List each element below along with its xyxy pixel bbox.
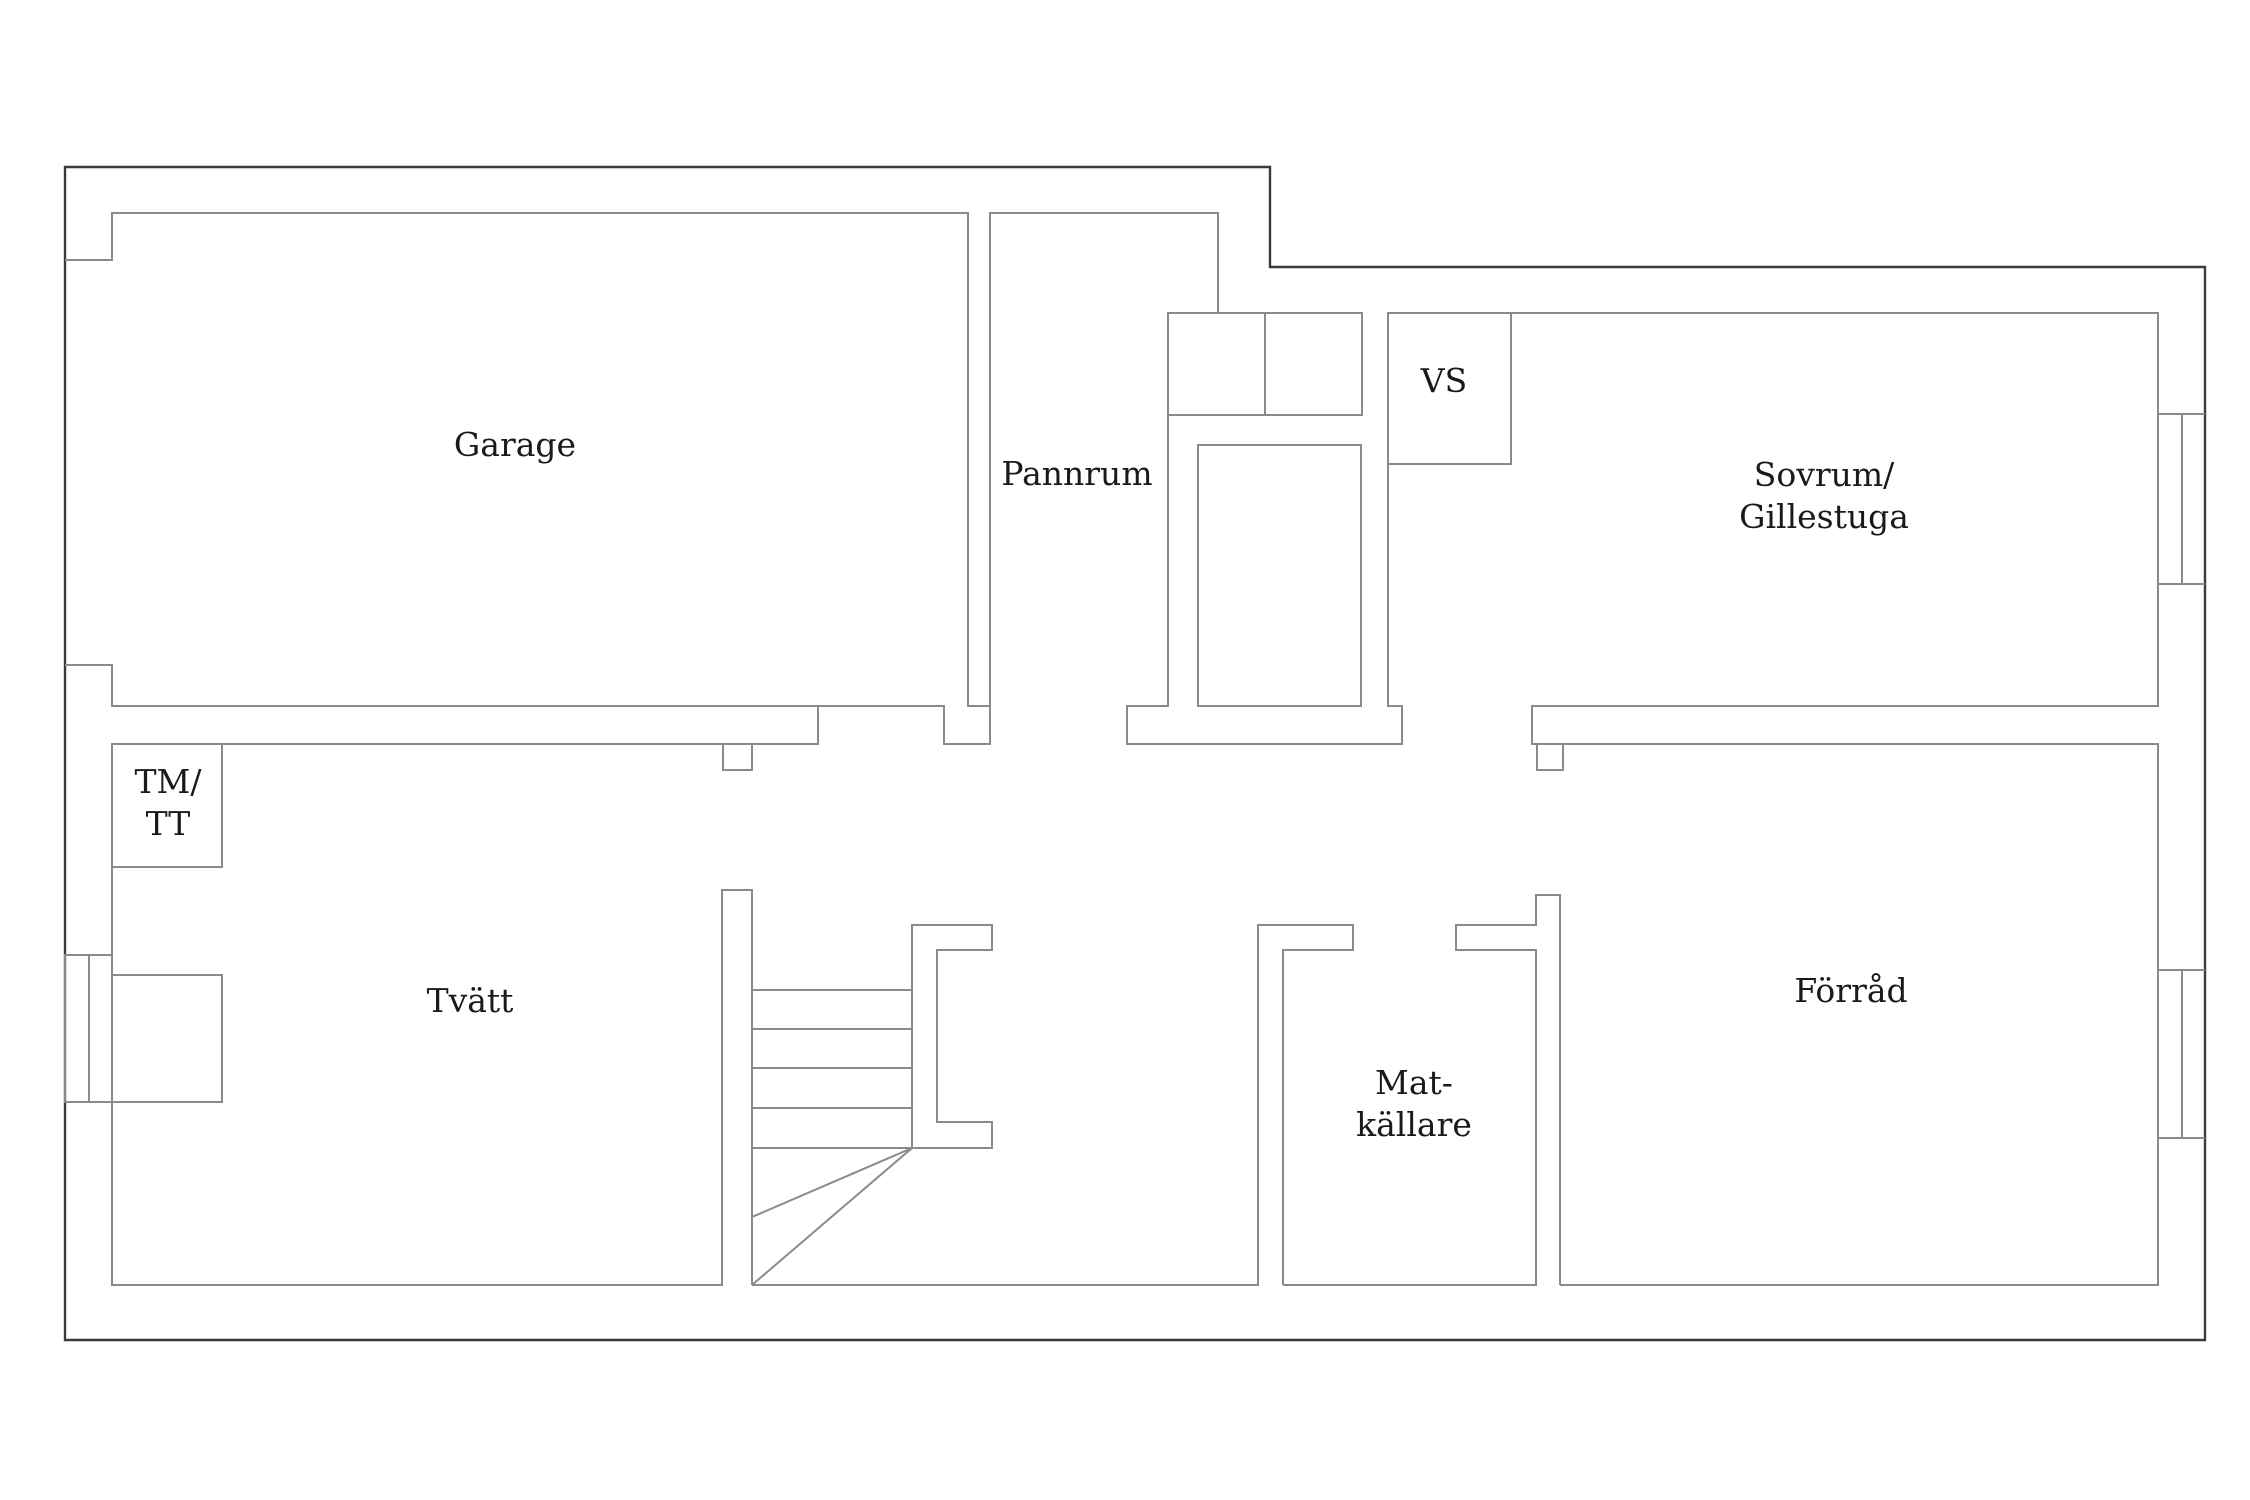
tmtt-text-line1: TM/ xyxy=(134,762,202,801)
room-label-vs: VS xyxy=(1421,360,1467,402)
pannrum-wall xyxy=(989,212,1219,706)
matkallare-text-line1: Mat- xyxy=(1375,1063,1453,1102)
closet-left xyxy=(1167,312,1266,416)
sovrum-text-line2: Gillestuga xyxy=(1739,497,1909,536)
tvatt-fixture xyxy=(111,974,223,1103)
outer-wall xyxy=(63,165,2207,1342)
forrad-wall xyxy=(1560,743,2159,1286)
pannrum-text: Pannrum xyxy=(1001,454,1153,493)
forrad-text: Förråd xyxy=(1794,971,1908,1010)
sovrum-window xyxy=(2157,413,2183,585)
garage-front-wall xyxy=(112,705,819,745)
stair-winder-1 xyxy=(751,1147,913,1218)
vs-text: VS xyxy=(1420,361,1468,400)
tvatt-text: Tvätt xyxy=(426,981,514,1020)
room-label-matkallare: Mat- källare xyxy=(1356,1062,1472,1146)
room-label-tmtt: TM/ TT xyxy=(135,761,202,845)
room-label-garage: Garage xyxy=(454,424,576,466)
matkallare-wall xyxy=(1283,894,1561,1286)
corridor-stub-right xyxy=(1536,744,1564,771)
tmtt-text-line2: TT xyxy=(145,804,191,843)
room-label-forrad: Förråd xyxy=(1794,970,1907,1012)
garage-wall xyxy=(65,212,991,745)
shaft-inner xyxy=(1197,444,1362,707)
room-label-pannrum: Pannrum xyxy=(1001,453,1152,495)
room-label-tvatt: Tvätt xyxy=(427,980,514,1022)
matkallare-text-line2: källare xyxy=(1356,1105,1472,1144)
shaft-wall xyxy=(1126,313,1403,745)
closet-right xyxy=(1264,312,1363,416)
hall-bottom xyxy=(752,924,1354,1286)
garage-text: Garage xyxy=(453,425,577,464)
stair-rail xyxy=(911,924,993,1149)
forrad-window xyxy=(2157,969,2183,1139)
corridor-stub-left xyxy=(722,744,753,771)
tvatt-window xyxy=(64,954,90,1103)
stair-outline xyxy=(751,989,913,1286)
room-label-sovrum: Sovrum/ Gillestuga xyxy=(1739,454,1909,538)
tvatt-wall xyxy=(111,744,753,1286)
sovrum-text-line1: Sovrum/ xyxy=(1753,455,1895,494)
vs-room xyxy=(1387,312,1512,465)
